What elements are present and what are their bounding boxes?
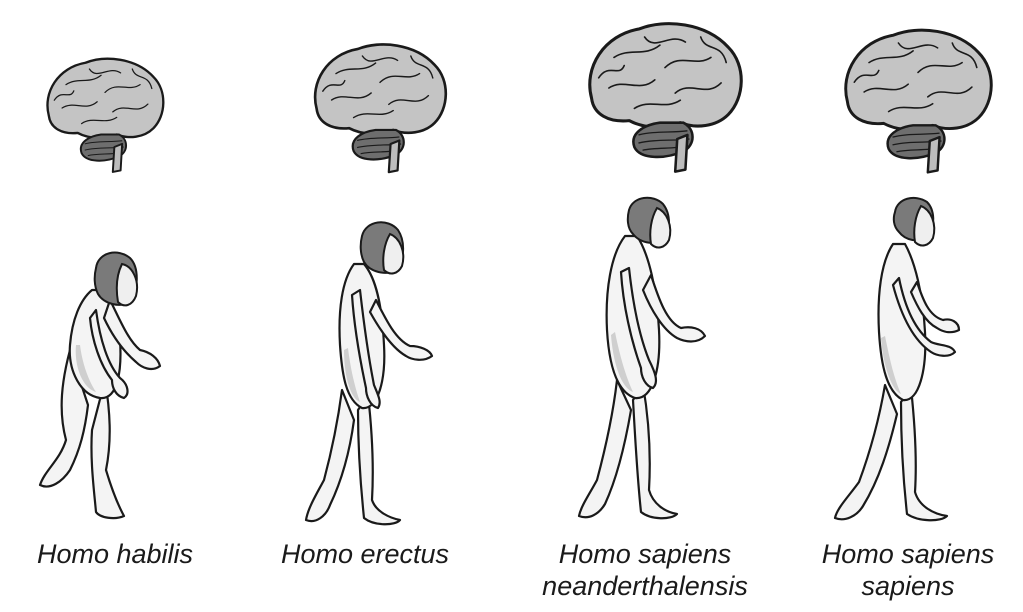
panel-homo-habilis: Homo habilis <box>0 0 230 612</box>
homo-erectus-body <box>306 222 432 524</box>
homo-sapiens-neanderthalensis-brain <box>590 24 741 172</box>
homo-habilis-body <box>40 253 160 519</box>
homo-habilis-label-line-1: Homo habilis <box>0 538 230 570</box>
panel-homo-sapiens-neanderthalensis: Homo sapiens neanderthalensis <box>525 0 765 612</box>
homo-sapiens-neanderthalensis-label: Homo sapiens neanderthalensis <box>525 538 765 602</box>
homo-sapiens-sapiens-brain <box>846 30 992 172</box>
homo-sapiens-sapiens-label: Homo sapiens sapiens <box>793 538 1023 602</box>
homo-habilis-brain <box>47 59 163 172</box>
homo-sapiens-neanderthalensis-illustration <box>525 0 765 520</box>
homo-sapiens-sapiens-illustration <box>793 0 1023 520</box>
homo-habilis-illustration <box>0 0 230 520</box>
homo-erectus-label-line-1: Homo erectus <box>250 538 480 570</box>
homo-sapiens-neanderthalensis-label-line-1: Homo sapiens <box>525 538 765 570</box>
panel-homo-erectus: Homo erectus <box>250 0 480 612</box>
homo-sapiens-sapiens-body <box>835 198 959 520</box>
homo-sapiens-sapiens-label-line-1: Homo sapiens <box>793 538 1023 570</box>
homo-sapiens-neanderthalensis-body <box>579 198 705 519</box>
homo-erectus-brain <box>315 44 446 172</box>
homo-sapiens-sapiens-label-line-2: sapiens <box>793 570 1023 602</box>
homo-habilis-label: Homo habilis <box>0 538 230 570</box>
homo-erectus-label: Homo erectus <box>250 538 480 570</box>
homo-sapiens-neanderthalensis-label-line-2: neanderthalensis <box>525 570 765 602</box>
panel-homo-sapiens-sapiens: Homo sapiens sapiens <box>793 0 1023 612</box>
homo-erectus-illustration <box>250 0 480 520</box>
